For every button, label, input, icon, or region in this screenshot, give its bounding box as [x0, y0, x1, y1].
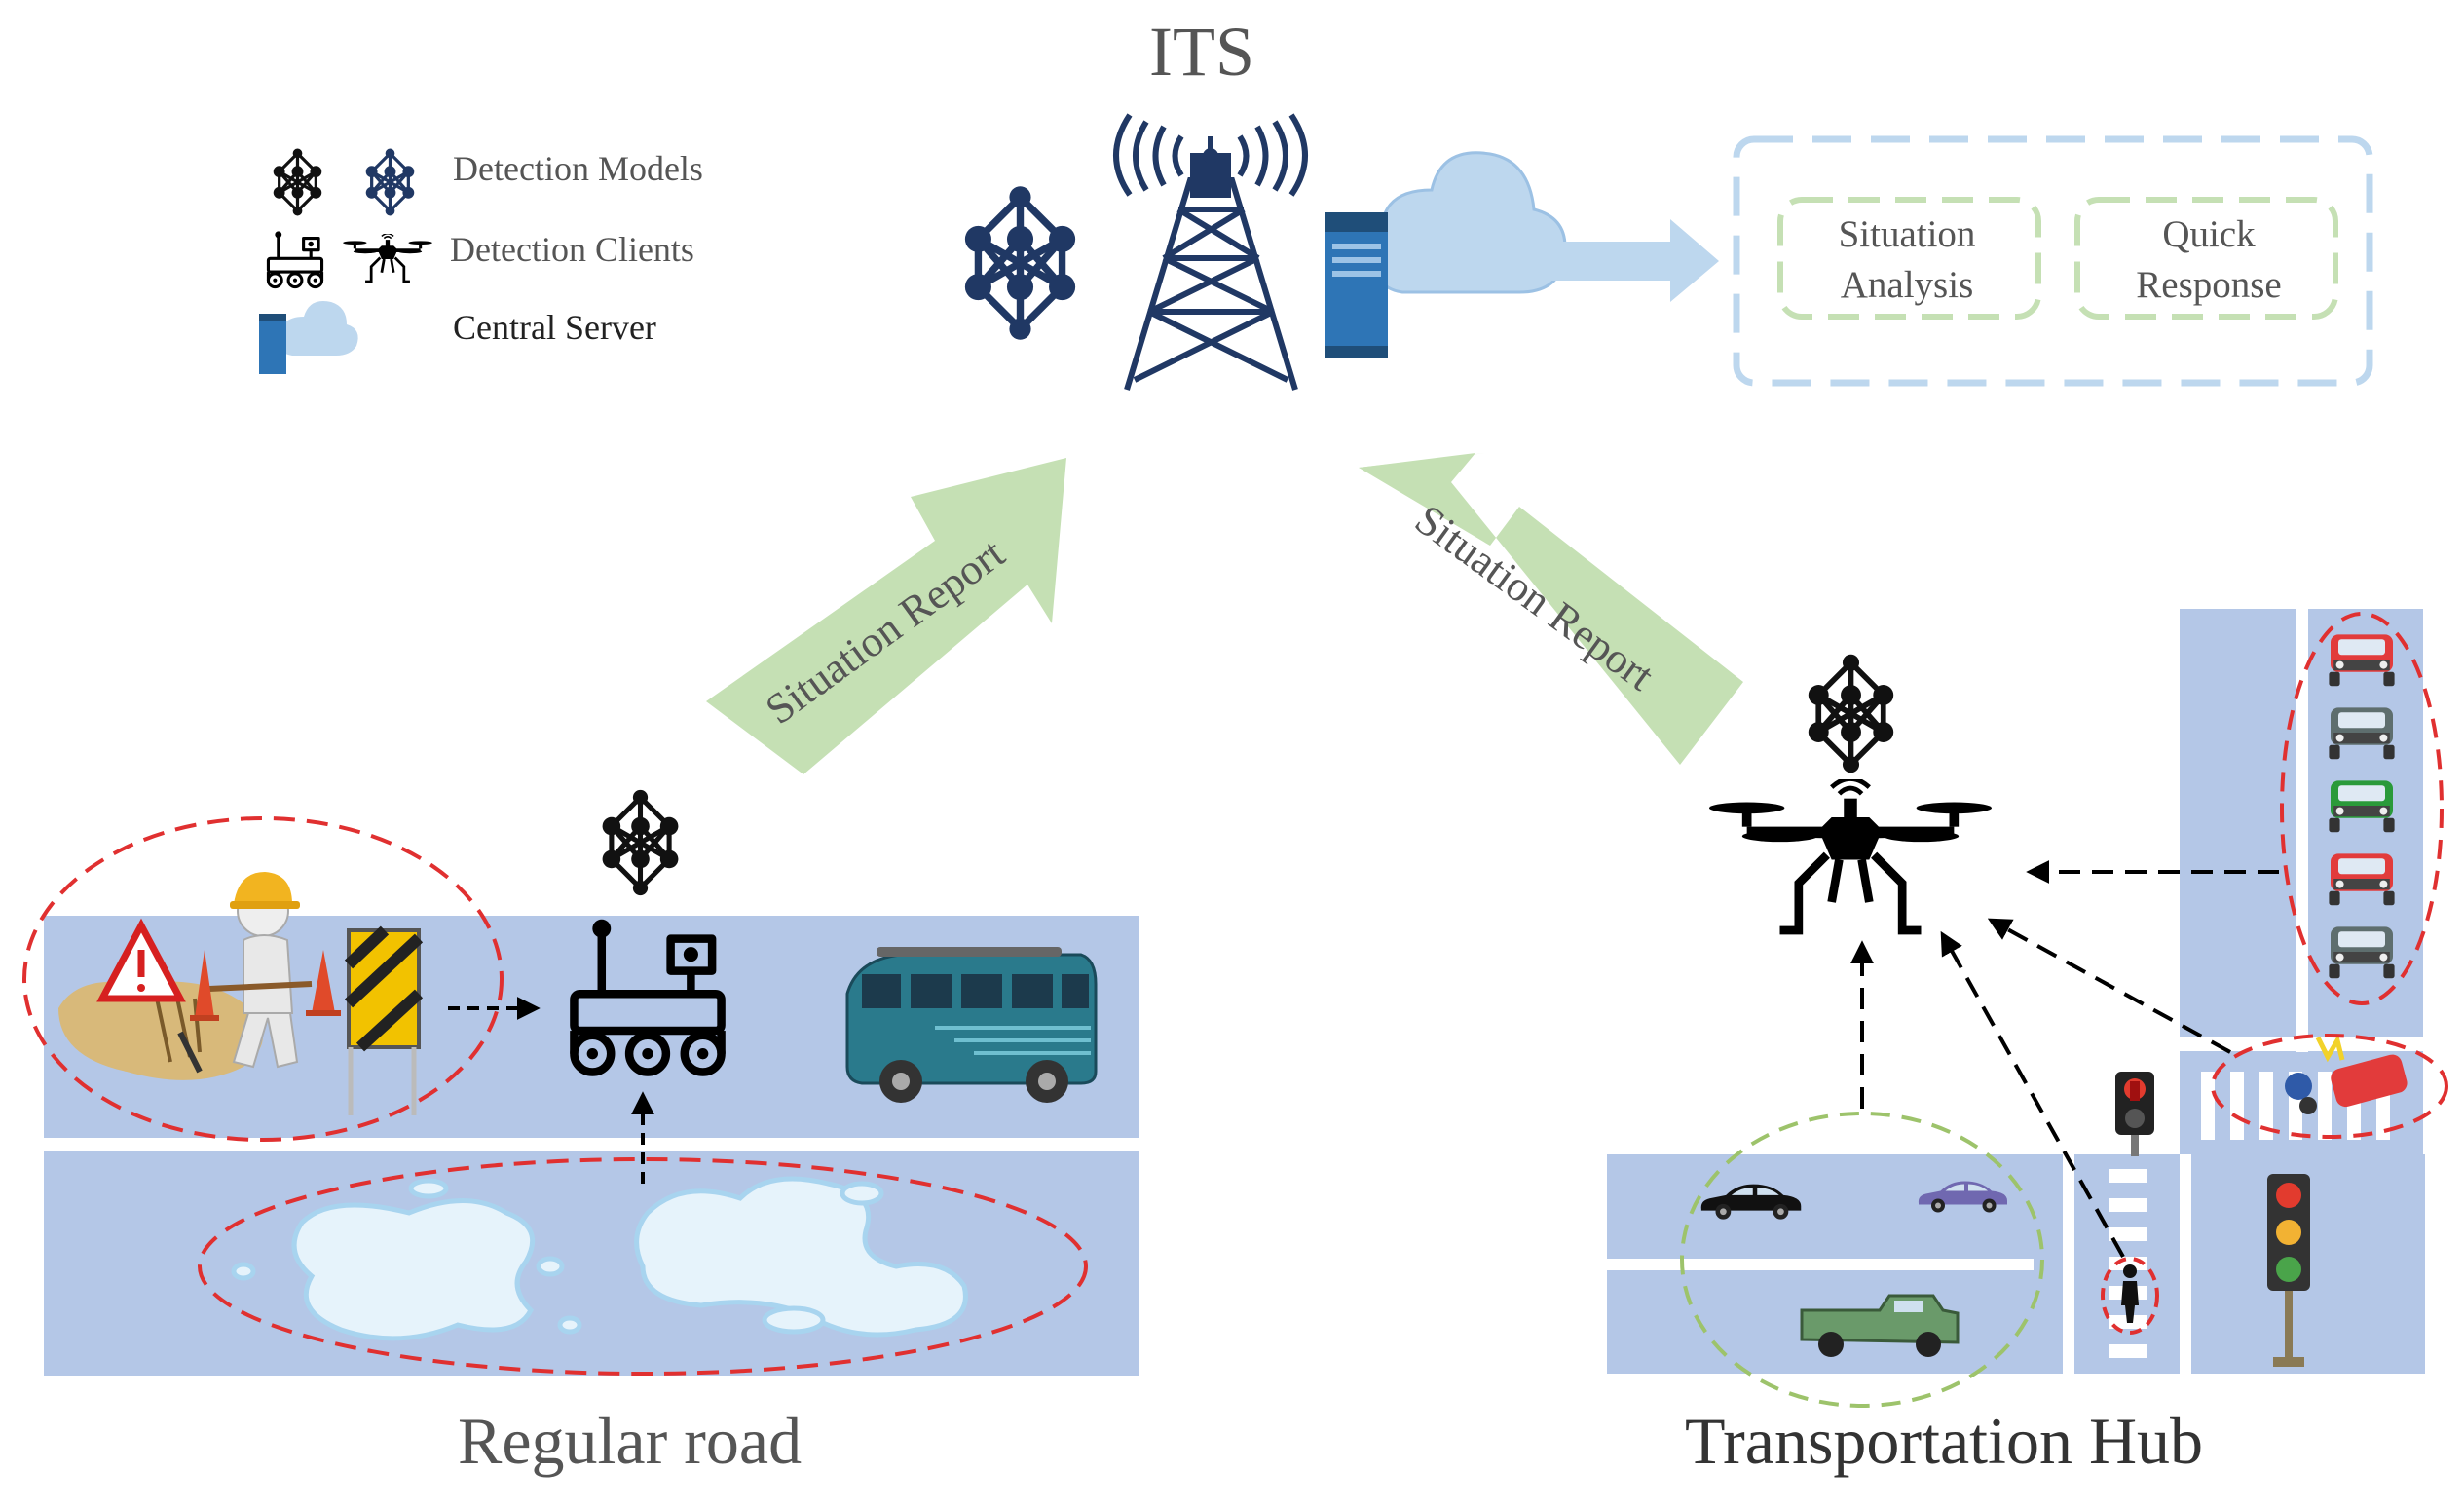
output-container [1733, 135, 2373, 387]
accident-highlight [2211, 1034, 2448, 1139]
construction-highlight [22, 816, 504, 1142]
van-icon [845, 947, 1098, 1103]
pedestrian-icon [2121, 1264, 2139, 1323]
situation-analysis-box [1777, 197, 2041, 320]
puddle-highlight [198, 1157, 1088, 1376]
regular-road-scene [22, 790, 1139, 1376]
output-arrow [1544, 219, 1719, 302]
drone-client-icon [1709, 778, 1992, 930]
legend-detection-clients: Detection Clients [450, 230, 694, 269]
legend-central-server: Central Server [453, 308, 656, 347]
regular-road-caption: Regular road [458, 1404, 803, 1478]
pickup-truck-icon [1800, 1294, 1960, 1357]
legend-server-icon [259, 301, 358, 374]
legend-detection-models: Detection Models [453, 149, 703, 188]
legend-model-icon-black [272, 148, 323, 216]
normal-traffic-highlight [1680, 1112, 2044, 1408]
pedestrian-highlight [2101, 1257, 2159, 1335]
quick-response-label: Quick Response [2136, 213, 2282, 306]
detection-model-icon [965, 186, 1075, 340]
pedestrian-light-icon [2115, 1072, 2154, 1156]
situation-analysis-label: Situation Analysis [1838, 213, 1976, 306]
transportation-hub-caption: Transportation Hub [1685, 1404, 2204, 1478]
central-server-icon [1325, 151, 1567, 358]
accident-icon [2285, 1034, 2408, 1114]
quick-response-box [2074, 197, 2338, 320]
traffic-jam-highlight [2280, 612, 2444, 1005]
drone-model-icon [1809, 655, 1893, 773]
diagram-title: ITS [1149, 13, 1254, 91]
legend-model-icon-blue [364, 148, 416, 216]
left-report-arrow [706, 458, 1066, 774]
right-report-arrow [1359, 453, 1743, 765]
rover-model-icon [603, 790, 679, 895]
legend-drone-icon [343, 234, 432, 283]
water-puddle-icon [231, 1176, 968, 1341]
legend-rover-icon [266, 230, 324, 289]
construction-site [58, 872, 424, 1115]
transportation-hub-scene [1607, 609, 2448, 1408]
